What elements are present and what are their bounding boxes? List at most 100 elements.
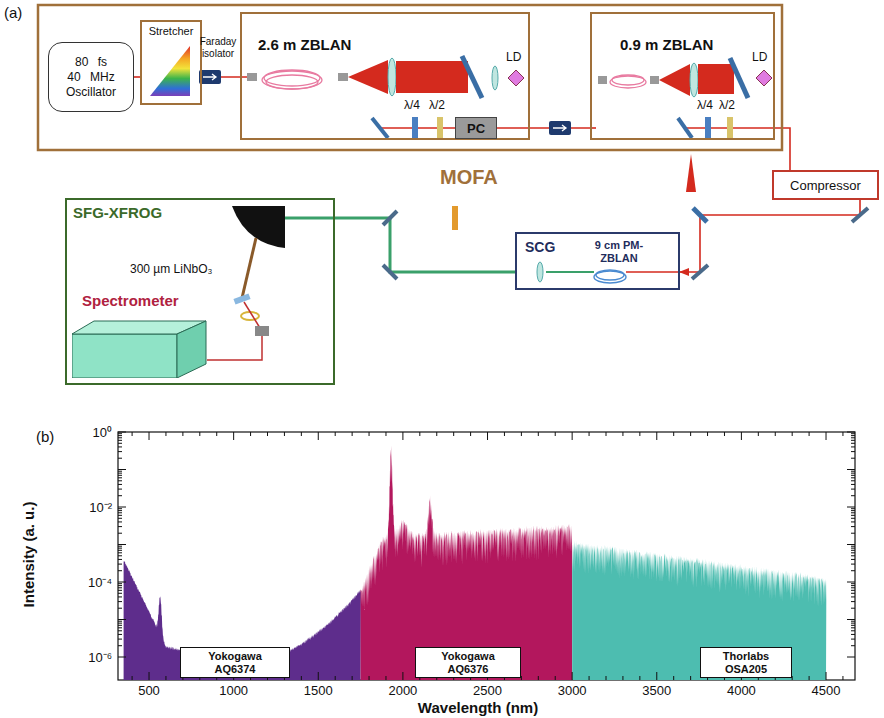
art-shape	[266, 75, 318, 89]
tick	[118, 458, 122, 459]
amplifier-box: 2.6 m ZBLANPC	[240, 12, 530, 140]
tick	[851, 495, 855, 496]
tick	[118, 550, 122, 551]
tick-label: 10⁻⁶	[66, 648, 112, 666]
art-shape	[285, 217, 335, 220]
tick	[118, 621, 122, 622]
tick	[851, 484, 855, 485]
xfrog-box: SFG-XFROGSpectrometer	[65, 198, 335, 385]
tick	[118, 596, 122, 597]
instrument-tag: Yokogawa AQ6374	[180, 647, 290, 678]
tick	[352, 432, 353, 436]
art-shape	[596, 270, 624, 280]
tick	[851, 533, 855, 534]
tick	[622, 676, 623, 680]
tick	[118, 548, 122, 549]
tick	[847, 432, 855, 433]
art-shape	[508, 70, 524, 86]
tick	[851, 564, 855, 565]
art-shape	[612, 75, 644, 85]
tick-label: 1000	[209, 683, 259, 698]
art-shape	[383, 265, 397, 279]
parabolic-mirror	[232, 206, 285, 248]
tick	[436, 432, 437, 436]
tick	[639, 676, 640, 680]
tick	[589, 676, 590, 680]
node-text: PC	[456, 121, 496, 136]
tick	[419, 432, 420, 436]
tick	[118, 437, 122, 438]
tick-label: 2500	[463, 683, 513, 698]
part-label: Faraday isolator	[198, 36, 238, 60]
tick	[826, 432, 827, 440]
tick	[118, 639, 122, 640]
tick	[851, 435, 855, 436]
node-text: 0.9 m ZBLAN	[620, 36, 713, 53]
part-label: LD	[752, 50, 767, 64]
tick	[118, 552, 122, 553]
tick	[385, 676, 386, 680]
tick	[118, 471, 122, 472]
tick	[606, 676, 607, 680]
tick	[851, 508, 855, 509]
tick-label: 10⁻⁴	[66, 573, 112, 591]
tick	[555, 676, 556, 680]
tick	[318, 432, 319, 440]
tick	[851, 627, 855, 628]
tick	[118, 657, 126, 658]
tick	[851, 548, 855, 549]
art-shape	[546, 271, 594, 273]
tick-label: 4500	[801, 683, 851, 698]
tick	[118, 587, 122, 588]
tick	[851, 555, 855, 556]
art-shape	[852, 208, 868, 222]
art-shape	[492, 66, 498, 90]
part-label: 300 µm LiNbO₃	[130, 262, 213, 276]
tick	[572, 432, 573, 440]
stretcher-box: Stretcher	[140, 20, 202, 105]
part-label: λ/2	[719, 98, 735, 112]
tick	[606, 432, 607, 436]
tick	[851, 521, 855, 522]
art-shape	[705, 117, 711, 139]
tick	[118, 521, 122, 522]
tick	[851, 518, 855, 519]
tick	[233, 432, 234, 440]
tick-label: 10⁻²	[66, 498, 112, 516]
art-shape	[730, 58, 748, 98]
art-shape	[241, 312, 259, 320]
beam-connector	[335, 218, 515, 272]
art-shape	[650, 76, 659, 84]
spectrum-band	[124, 560, 361, 680]
tick	[118, 469, 126, 470]
tick	[851, 550, 855, 551]
beam-connector	[680, 200, 860, 272]
scg-stage	[537, 262, 680, 283]
tick	[851, 645, 855, 646]
node-text: Thorlabs OSA205	[716, 650, 776, 676]
tick	[199, 432, 200, 436]
node-text: Yokogawa AQ6376	[416, 650, 520, 676]
tick	[118, 585, 122, 586]
tick	[690, 676, 691, 680]
tick	[707, 432, 708, 436]
tick	[521, 676, 522, 680]
tick	[301, 432, 302, 436]
tick	[538, 676, 539, 680]
tick	[851, 512, 855, 513]
tick	[851, 596, 855, 597]
tick	[118, 601, 122, 602]
spectrometer-body	[72, 320, 207, 378]
tick	[369, 676, 370, 680]
tick	[851, 510, 855, 511]
tick	[851, 583, 855, 584]
tick	[538, 432, 539, 436]
art-shape	[244, 302, 260, 328]
tick-label: 3000	[547, 683, 597, 698]
tick	[118, 593, 122, 594]
tick	[851, 480, 855, 481]
tick	[847, 507, 855, 508]
tick	[132, 676, 133, 680]
art-shape	[338, 73, 348, 81]
tick	[842, 676, 843, 680]
